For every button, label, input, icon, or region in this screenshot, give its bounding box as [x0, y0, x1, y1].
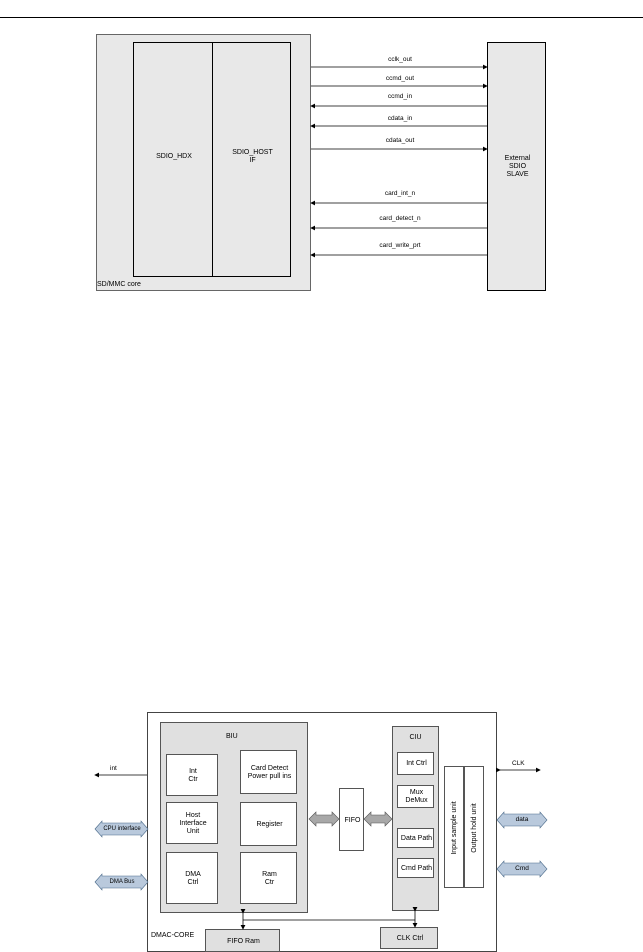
- fifo-ciu-arrow: [363, 811, 393, 827]
- cmd-label: Cmd: [515, 865, 529, 872]
- data-path-block: Data Path: [397, 828, 434, 848]
- int-label: int: [110, 765, 117, 772]
- signal-label-6: card_detect_n: [379, 215, 421, 222]
- clk-ctrl-block: CLK Ctrl: [380, 927, 438, 949]
- sdio-host-if-block: SDIO_HOST IF: [212, 42, 291, 277]
- data-label: data: [515, 816, 529, 823]
- signal-label-4: cdata_out: [385, 137, 415, 144]
- dma-ctrl-block: DMA Ctrl: [166, 852, 218, 904]
- biu-label: BIU: [226, 733, 238, 740]
- host-if-block: Host Interface Unit: [166, 802, 218, 844]
- fifo-label: FIFO: [344, 817, 361, 824]
- biu-fifo-arrow: [308, 811, 340, 827]
- int-ctr-block: Int Ctr: [166, 754, 218, 796]
- cpu-interface-arrow: [94, 820, 149, 838]
- register-label: Register: [256, 821, 283, 828]
- signal-label-5: card_int_n: [384, 190, 416, 197]
- external-slave-block: External SDIO SLAVE: [487, 42, 546, 291]
- sdio-hdx-block: SDIO_HDX: [133, 42, 213, 277]
- muxdemux-label: Mux DeMux: [405, 789, 428, 804]
- external-slave-label: External SDIO SLAVE: [504, 155, 531, 178]
- fifo-ram-label: FIFO Ram: [227, 938, 260, 945]
- dmac-core-label: DMAC-CORE: [151, 932, 195, 939]
- register-block: Register: [240, 802, 297, 846]
- sdmmc-core-label: SD/MMC core: [97, 281, 141, 288]
- sdio-hdx-label: SDIO_HDX: [156, 153, 192, 160]
- card-detect-block: Card Detect Power pull ins: [240, 750, 297, 794]
- ram-ctr-label: Ram Ctr: [262, 871, 277, 886]
- input-sample-block: Input sample unit: [444, 766, 464, 888]
- signal-label-2: ccmd_in: [387, 93, 413, 100]
- signal-label-7: card_write_prt: [379, 242, 421, 249]
- int-ctr-label: Int Ctr: [188, 768, 198, 783]
- host-if-label: Host Interface Unit: [179, 812, 207, 835]
- dma-ctrl-label: DMA Ctrl: [185, 871, 201, 886]
- cmd-path-label: Cmd Path: [400, 865, 433, 872]
- signal-label-3: cdata_in: [387, 115, 413, 122]
- dma-bus-arrow: [94, 873, 149, 891]
- ram-ctr-block: Ram Ctr: [240, 852, 297, 904]
- page-top-rule: [0, 17, 643, 18]
- cmd-arrow: [496, 860, 548, 878]
- cpu-interface-label: CPU interface: [103, 826, 141, 832]
- signal-label-0: cclk_out: [388, 56, 412, 63]
- data-path-label: Data Path: [400, 835, 433, 842]
- dma-bus-label: DMA Bus: [109, 879, 135, 885]
- cmd-path-block: Cmd Path: [397, 858, 434, 878]
- muxdemux-block: Mux DeMux: [397, 785, 434, 808]
- data-arrow: [496, 811, 548, 829]
- signal-label-1: ccmd_out: [385, 75, 415, 82]
- int-ctrl-block: Int Ctrl: [397, 752, 434, 775]
- card-detect-label: Card Detect Power pull ins: [247, 765, 292, 780]
- output-hold-block: Output hold unit: [464, 766, 484, 888]
- clk-ctrl-label: CLK Ctrl: [396, 935, 424, 942]
- clk-label: CLK: [512, 760, 525, 767]
- int-ctrl-label: Int Ctrl: [406, 760, 427, 767]
- ciu-label: CIU: [409, 734, 422, 741]
- fifo-block: FIFO: [339, 788, 364, 851]
- sdio-host-if-label: SDIO_HOST IF: [232, 149, 273, 164]
